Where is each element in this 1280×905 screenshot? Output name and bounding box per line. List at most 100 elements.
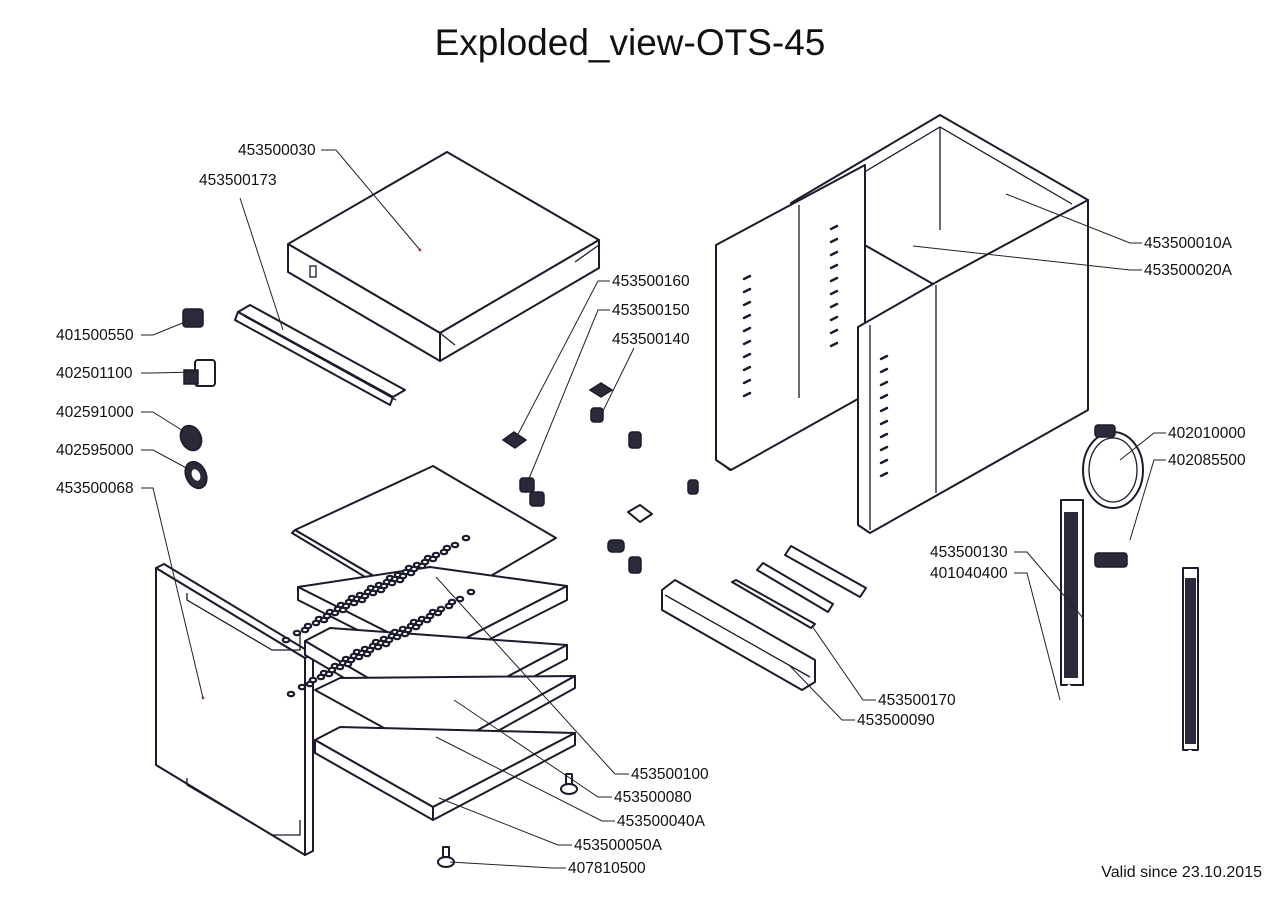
vent-slot: [829, 263, 839, 270]
control-strip-part: [234, 304, 406, 406]
perforation-hole: [316, 673, 326, 681]
label-knob-b: 402595000: [56, 442, 134, 459]
perforation-hole: [362, 650, 372, 658]
perforation-hole: [444, 602, 454, 610]
label-bracket-150: 453500150: [612, 302, 690, 319]
label-top-cover: 453500030: [238, 142, 316, 159]
foot-part: [437, 846, 455, 868]
label-door: 453500068: [56, 480, 134, 497]
label-cabinet-side: 453500020A: [1144, 262, 1233, 279]
vent-slot: [829, 276, 839, 283]
label-thermostat-housing: 401500550: [56, 327, 134, 344]
perforation-hole: [357, 596, 367, 604]
label-knob-a: 402591000: [56, 404, 134, 421]
perforation-hole: [406, 569, 416, 577]
part-labels: 453500030 453500173 401500550 402501100 …: [56, 142, 1246, 877]
perforation-hole: [330, 609, 340, 617]
top-cover-part: [287, 151, 600, 362]
perforation-hole: [433, 609, 443, 617]
vent-slot: [829, 302, 839, 309]
cabinet-vent-slots: [742, 224, 889, 478]
vent-slot: [879, 406, 889, 413]
vent-slot: [829, 315, 839, 322]
perforation-hole: [343, 660, 353, 668]
label-capillary: 402085500: [1168, 452, 1246, 469]
label-bracket-160: 453500160: [612, 273, 690, 290]
label-rail-170: 453500170: [878, 692, 956, 709]
vent-slot: [742, 326, 752, 333]
perforation-hole: [335, 663, 345, 671]
knob-a-part: [179, 424, 203, 452]
thermostat-housing-part: [182, 308, 204, 328]
perforation-hole: [461, 534, 471, 542]
foot-small-part: [560, 773, 578, 795]
heating-assembly-part: [1032, 424, 1199, 778]
label-tray-plate: 453500100: [631, 766, 709, 783]
perforation-hole: [324, 670, 334, 678]
label-bracket-140: 453500140: [612, 331, 690, 348]
vent-slot: [879, 419, 889, 426]
perforation-hole: [381, 640, 391, 648]
perforation-hole: [428, 555, 438, 563]
knob-b-part: [184, 460, 208, 490]
label-cable: 401040400: [930, 565, 1008, 582]
perforation-hole: [311, 619, 321, 627]
vent-slot: [829, 250, 839, 257]
perforation-hole: [305, 680, 315, 688]
label-switch: 402501100: [56, 365, 133, 382]
vent-slot: [829, 289, 839, 296]
label-heating-element: 453500130: [930, 544, 1008, 561]
perforation-hole: [319, 616, 329, 624]
label-base-rail: 453500090: [857, 712, 935, 729]
vent-slot: [829, 328, 839, 335]
label-foot-small: 453500080: [614, 789, 692, 806]
perforation-hole: [450, 541, 460, 549]
perforation-hole: [373, 643, 383, 651]
perforation-hole: [395, 576, 405, 584]
perforation-hole: [417, 562, 427, 570]
perforation-hole: [286, 690, 296, 698]
bottom-tray-part: [314, 726, 576, 821]
vent-slot: [742, 287, 752, 294]
vent-slot: [879, 393, 889, 400]
perforation-hole: [281, 636, 291, 644]
vent-slot: [879, 458, 889, 465]
cabinet-part: [715, 114, 1089, 534]
vent-slot: [742, 391, 752, 398]
vent-slot: [829, 224, 839, 231]
perforation-hole: [455, 595, 465, 603]
vent-slot: [879, 380, 889, 387]
label-control-strip: 453500173: [199, 172, 277, 189]
door-part: [155, 563, 314, 856]
rails-group: [661, 545, 867, 691]
vent-slot: [742, 365, 752, 372]
perforation-hole: [354, 653, 364, 661]
vent-slot: [742, 352, 752, 359]
vent-slot: [879, 367, 889, 374]
perforation-hole: [349, 599, 359, 607]
leader-lines: [141, 149, 1166, 869]
validity-note: Valid since 23.10.2015: [1101, 864, 1262, 881]
perforation-hole: [368, 589, 378, 597]
perforation-hole: [297, 683, 307, 691]
perforation-hole: [466, 588, 476, 596]
perforation-hole: [292, 629, 302, 637]
perforation-hole: [392, 633, 402, 641]
label-foot: 407810500: [568, 860, 646, 877]
diagram-title: Exploded_view-OTS-45: [434, 22, 826, 63]
switch-part: [183, 359, 216, 387]
perforation-hole: [376, 586, 386, 594]
label-bottom-tray: 453500050A: [574, 837, 663, 854]
label-perforated-tray: 453500040A: [617, 813, 706, 830]
perforation-holes: [281, 534, 476, 698]
vent-slot: [742, 339, 752, 346]
perforation-hole: [439, 548, 449, 556]
perforation-hole: [387, 579, 397, 587]
vent-slot: [742, 378, 752, 385]
label-thermostat: 402010000: [1168, 425, 1246, 442]
vent-slot: [879, 471, 889, 478]
vent-slot: [742, 300, 752, 307]
vent-slot: [742, 274, 752, 281]
vent-slot: [879, 445, 889, 452]
